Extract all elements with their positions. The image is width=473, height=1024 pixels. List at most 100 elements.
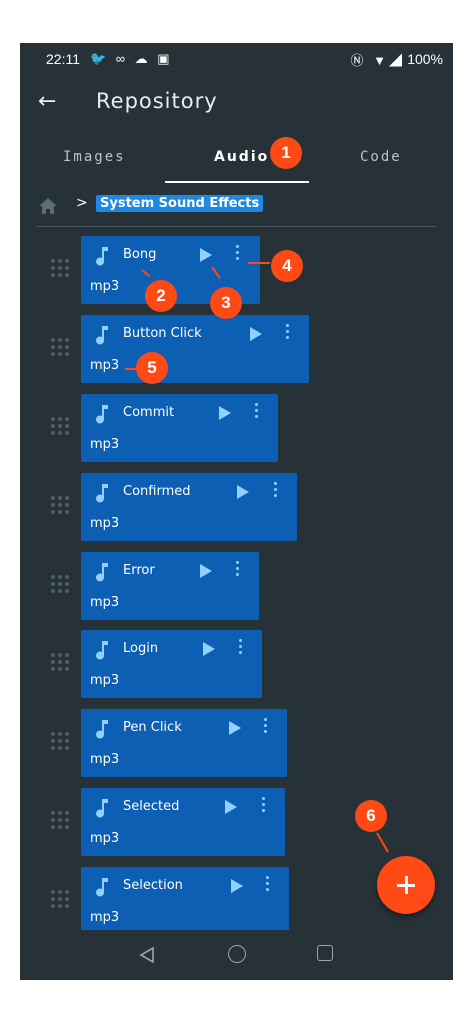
file-type: mp3 (90, 516, 120, 531)
file-name: Selection (123, 878, 183, 893)
tab-images[interactable]: Images (63, 149, 126, 165)
drag-handle-icon[interactable] (50, 574, 70, 594)
breadcrumb-current[interactable]: System Sound Effects (96, 195, 264, 212)
more-vertical-icon[interactable] (263, 718, 269, 738)
annotation-leader (125, 368, 136, 370)
file-card[interactable]: Pen Click mp3 (81, 709, 287, 777)
file-type: mp3 (90, 595, 120, 610)
list-item: Error mp3 (20, 552, 453, 620)
list-item: Confirmed mp3 (20, 473, 453, 541)
battery-level: 100% (407, 51, 443, 67)
music-note-icon (96, 720, 108, 739)
annotation-badge-2: 2 (145, 280, 177, 312)
system-nav-bar (20, 930, 453, 980)
annotation-badge-3: 3 (210, 287, 242, 319)
music-note-icon (96, 405, 108, 424)
file-card[interactable]: Button Click mp3 (81, 315, 309, 383)
phone-screen: 22:11 🐦 ∞ ☁ ▣ Ⓝ ▼◢ 100% ← Repository Ima… (20, 43, 453, 980)
music-note-icon (96, 326, 108, 345)
tab-bar: Images Audio Code (20, 143, 453, 185)
file-type: mp3 (90, 279, 120, 294)
chevron-right-icon: > (76, 195, 88, 211)
file-card[interactable]: Commit mp3 (81, 394, 278, 462)
file-card[interactable]: Login mp3 (81, 630, 262, 698)
annotation-badge-1: 1 (270, 137, 302, 169)
add-file-fab[interactable] (377, 856, 435, 914)
file-type: mp3 (90, 752, 120, 767)
file-name: Selected (123, 799, 180, 814)
app-bar: ← Repository (20, 85, 453, 125)
play-icon[interactable] (199, 247, 213, 263)
system-icons: Ⓝ ▼◢ (350, 53, 405, 68)
play-icon[interactable] (199, 563, 213, 579)
annotation-badge-5: 5 (136, 352, 168, 384)
tab-audio[interactable]: Audio (214, 149, 270, 165)
play-icon[interactable] (224, 799, 238, 815)
home-icon[interactable] (38, 197, 58, 215)
play-icon[interactable] (218, 405, 232, 421)
file-name: Button Click (123, 326, 202, 341)
play-icon[interactable] (249, 326, 263, 342)
drag-handle-icon[interactable] (50, 337, 70, 357)
status-time: 22:11 (46, 51, 80, 67)
back-arrow-icon[interactable]: ← (38, 89, 57, 114)
drag-handle-icon[interactable] (50, 495, 70, 515)
list-item: Login mp3 (20, 630, 453, 698)
drag-handle-icon[interactable] (50, 416, 70, 436)
more-vertical-icon[interactable] (238, 639, 244, 659)
file-type: mp3 (90, 831, 120, 846)
file-name: Error (123, 563, 155, 578)
drag-handle-icon[interactable] (50, 889, 70, 909)
file-card[interactable]: Error mp3 (81, 552, 259, 620)
drag-handle-icon[interactable] (50, 731, 70, 751)
drag-handle-icon[interactable] (50, 258, 70, 278)
more-vertical-icon[interactable] (261, 797, 267, 817)
annotation-badge-6: 6 (355, 800, 387, 832)
annotation-badge-4: 4 (271, 250, 303, 282)
tab-code[interactable]: Code (360, 149, 402, 165)
status-bar: 22:11 🐦 ∞ ☁ ▣ Ⓝ ▼◢ 100% (20, 43, 453, 75)
more-vertical-icon[interactable] (235, 245, 241, 265)
annotation-leader (248, 262, 270, 264)
file-card[interactable]: Selected mp3 (81, 788, 285, 856)
file-type: mp3 (90, 673, 120, 688)
file-card[interactable]: Confirmed mp3 (81, 473, 297, 541)
breadcrumb: > System Sound Effects (20, 193, 453, 221)
more-vertical-icon[interactable] (254, 403, 260, 423)
play-icon[interactable] (230, 878, 244, 894)
play-icon[interactable] (202, 641, 216, 657)
music-note-icon (96, 247, 108, 266)
nav-recents-icon[interactable] (317, 945, 333, 961)
list-item: Selection mp3 (20, 867, 453, 930)
file-type: mp3 (90, 910, 120, 925)
nav-back-icon[interactable] (138, 946, 156, 964)
notification-icons: 🐦 ∞ ☁ ▣ (90, 51, 173, 66)
music-note-icon (96, 878, 108, 897)
file-name: Bong (123, 247, 157, 262)
music-note-icon (96, 641, 108, 660)
more-vertical-icon[interactable] (285, 324, 291, 344)
more-vertical-icon[interactable] (273, 482, 279, 502)
divider (37, 226, 436, 227)
file-name: Login (123, 641, 159, 656)
file-name: Commit (123, 405, 175, 420)
file-name: Confirmed (123, 484, 191, 499)
more-vertical-icon[interactable] (235, 561, 241, 581)
active-tab-indicator (165, 181, 309, 183)
drag-handle-icon[interactable] (50, 810, 70, 830)
list-item: Pen Click mp3 (20, 709, 453, 777)
drag-handle-icon[interactable] (50, 652, 70, 672)
file-type: mp3 (90, 358, 120, 373)
file-type: mp3 (90, 437, 120, 452)
list-item: Selected mp3 (20, 788, 453, 856)
nav-home-icon[interactable] (228, 945, 246, 963)
play-icon[interactable] (236, 484, 250, 500)
music-note-icon (96, 563, 108, 582)
list-item: Button Click mp3 (20, 315, 453, 383)
file-card[interactable]: Selection mp3 (81, 867, 289, 930)
music-note-icon (96, 799, 108, 818)
page-title: Repository (96, 89, 218, 113)
more-vertical-icon[interactable] (265, 876, 271, 896)
music-note-icon (96, 484, 108, 503)
play-icon[interactable] (228, 720, 242, 736)
